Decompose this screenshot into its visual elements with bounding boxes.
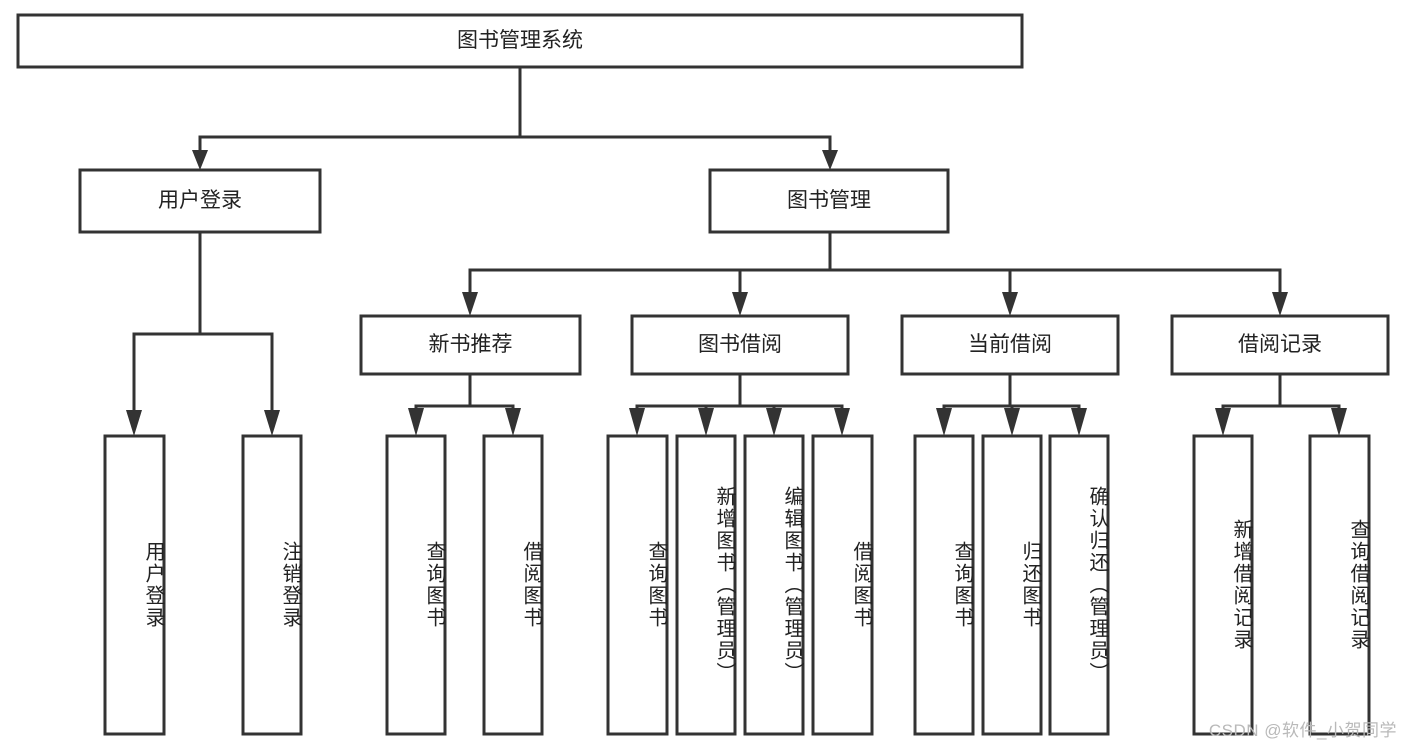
arrow-head-new-book-rec: [462, 292, 478, 316]
node-box-leaf-bb-query-books[interactable]: [606, 434, 669, 736]
arrow-head-borrow-record: [1272, 292, 1288, 316]
node-box-leaf-logout[interactable]: [241, 434, 303, 736]
node-box-leaf-user-login[interactable]: [103, 434, 166, 736]
node-box-user-login[interactable]: [78, 168, 322, 234]
node-box-new-book-recommendation[interactable]: [359, 314, 582, 376]
node-box-book-borrowing[interactable]: [630, 314, 850, 376]
node-box-root[interactable]: [16, 13, 1024, 69]
arrow-head-bb-query: [629, 408, 645, 436]
arrow-head-bb-edit: [766, 408, 782, 436]
connector-group-user-login: [126, 230, 280, 436]
connector-group-borrow-record: [1215, 372, 1347, 436]
node-box-leaf-br-add-record[interactable]: [1192, 434, 1254, 736]
arrow-head-rec-borrow: [505, 408, 521, 436]
connector-group-root: [192, 65, 838, 170]
arrow-head-cb-return: [1004, 408, 1020, 436]
connector-group-book-borrow: [629, 372, 850, 436]
arrow-head-br-query: [1331, 408, 1347, 436]
arrow-head-cb-query: [936, 408, 952, 436]
connector-group-current-borrow: [936, 372, 1087, 436]
node-box-leaf-rec-borrow-books[interactable]: [482, 434, 544, 736]
connector-group-new-book-rec: [408, 372, 521, 436]
node-box-leaf-bb-add-book-admin[interactable]: [675, 434, 737, 736]
node-box-book-management[interactable]: [708, 168, 950, 234]
node-box-current-borrowing[interactable]: [900, 314, 1120, 376]
arrow-head-cb-confirm: [1071, 408, 1087, 436]
arrow-head-current-borrow: [1002, 292, 1018, 316]
arrow-head-bb-borrow: [834, 408, 850, 436]
arrow-head-user-login: [192, 150, 208, 170]
arrow-head-br-add: [1215, 408, 1231, 436]
node-box-leaf-cb-confirm-return-admin[interactable]: [1048, 434, 1110, 736]
arrow-head-bb-add: [698, 408, 714, 436]
node-box-borrowing-record[interactable]: [1170, 314, 1390, 376]
csdn-watermark: CSDN @软件_小贺同学: [1208, 721, 1397, 740]
arrow-head-l4-user-login: [126, 410, 142, 436]
node-box-leaf-bb-edit-book-admin[interactable]: [743, 434, 805, 736]
arrow-head-book-mgmt: [822, 150, 838, 170]
arrow-head-l4-logout: [264, 410, 280, 436]
node-box-leaf-rec-query-books[interactable]: [385, 434, 447, 736]
node-box-leaf-br-query-record[interactable]: [1308, 434, 1371, 736]
node-box-leaf-cb-return-books[interactable]: [981, 434, 1043, 736]
arrow-head-book-borrow: [732, 292, 748, 316]
node-box-leaf-cb-query-books[interactable]: [913, 434, 975, 736]
connector-group-book-mgmt: [462, 230, 1288, 316]
arrow-head-rec-query: [408, 408, 424, 436]
node-box-leaf-bb-borrow-books[interactable]: [811, 434, 874, 736]
